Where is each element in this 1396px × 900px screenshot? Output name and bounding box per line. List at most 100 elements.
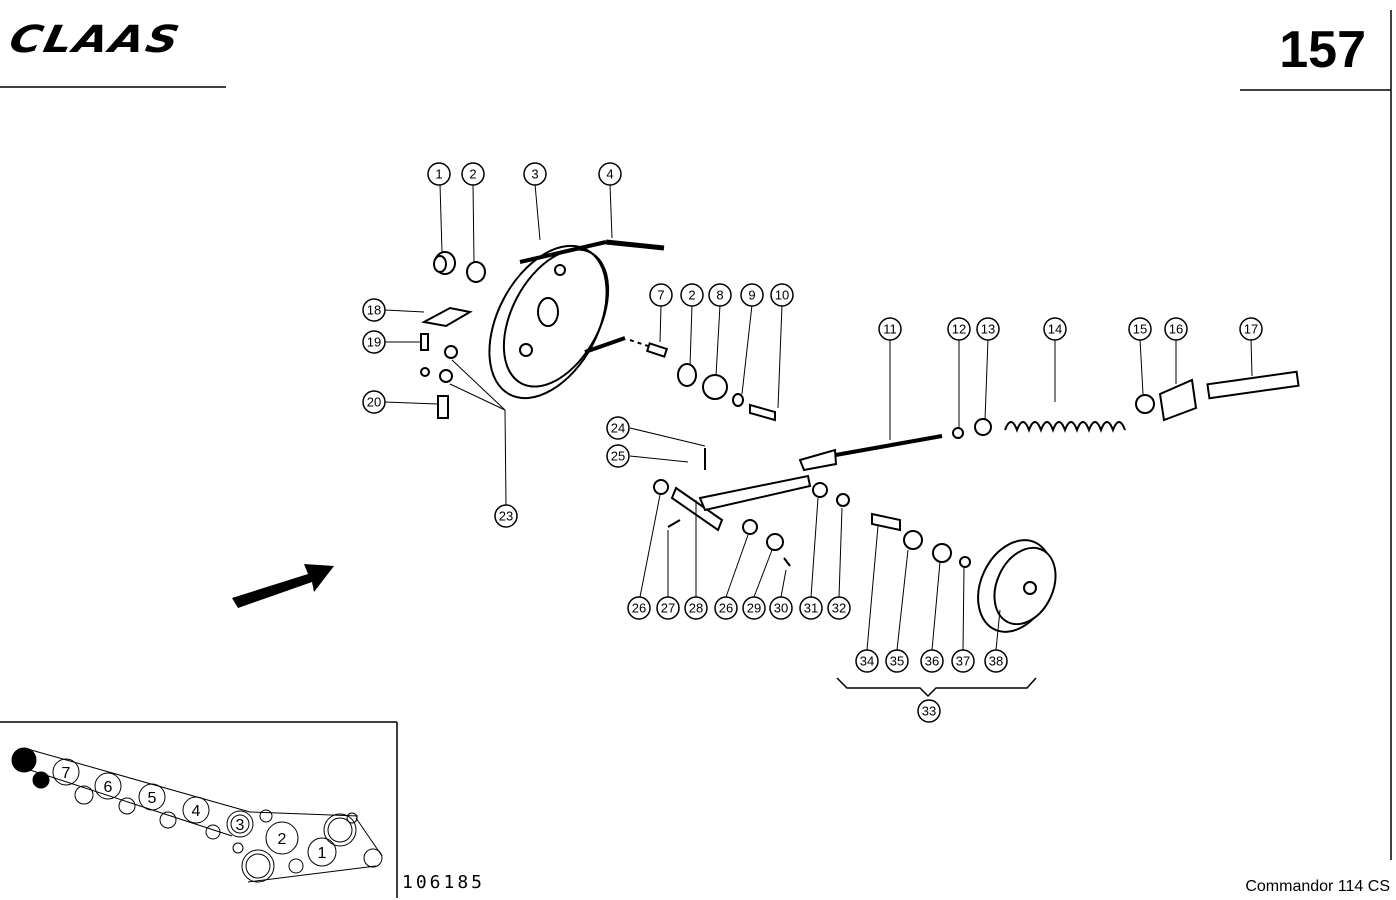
callout-2: 2 (680, 283, 704, 307)
callout-label: 26 (719, 601, 733, 616)
callout-24: 24 (606, 416, 630, 440)
group-bracket-33 (836, 677, 1037, 698)
callout-26: 26 (714, 596, 738, 620)
callout-label: 16 (1169, 322, 1183, 337)
callout-label: 12 (952, 322, 966, 337)
callout-circle (708, 283, 732, 307)
callout-13: 13 (976, 317, 1000, 341)
callout-circle (649, 283, 673, 307)
callout-label: 35 (890, 654, 904, 669)
callout-circle (769, 596, 793, 620)
callout-29: 29 (742, 596, 766, 620)
callout-label: 2 (469, 167, 476, 182)
inset-pulley-label: 6 (104, 779, 113, 796)
callout-circle (742, 596, 766, 620)
callout-36: 36 (920, 649, 944, 673)
callout-label: 19 (367, 335, 381, 350)
callout-label: 24 (611, 421, 625, 436)
callout-10: 10 (770, 283, 794, 307)
callout-circle (362, 330, 386, 354)
callout-label: 17 (1244, 322, 1258, 337)
callout-circle (523, 162, 547, 186)
callout-9: 9 (740, 283, 764, 307)
idler-pulley-assembly (871, 512, 1057, 633)
callout-circle (947, 317, 971, 341)
callout-2: 2 (461, 162, 485, 186)
inset-pulley-label: 7 (62, 765, 71, 782)
callout-18: 18 (362, 298, 386, 322)
callout-circle (885, 649, 909, 673)
callout-label: 32 (832, 601, 846, 616)
callout-circle (680, 283, 704, 307)
callout-7: 7 (649, 283, 673, 307)
callout-30: 30 (769, 596, 793, 620)
callout-label: 36 (925, 654, 939, 669)
callout-label: 8 (716, 288, 723, 303)
callout-32: 32 (827, 596, 851, 620)
callout-label: 3 (531, 167, 538, 182)
callout-circle (740, 283, 764, 307)
callout-33: 33 (917, 699, 941, 723)
callout-circle (1239, 317, 1263, 341)
callout-circle (362, 298, 386, 322)
callout-circle (976, 317, 1000, 341)
callout-circle (878, 317, 902, 341)
callout-8: 8 (708, 283, 732, 307)
callout-label: 34 (860, 654, 874, 669)
callout-20: 20 (362, 390, 386, 414)
callout-label: 7 (657, 288, 664, 303)
callout-12: 12 (947, 317, 971, 341)
callout-circle (799, 596, 823, 620)
shaft-parts-7-10 (629, 339, 776, 422)
inset-pulley-label: 5 (148, 790, 157, 807)
tension-assembly (798, 370, 1300, 472)
callout-label: 29 (747, 601, 761, 616)
callout-circle (684, 596, 708, 620)
direction-arrow-icon (232, 564, 334, 608)
callout-label: 37 (956, 654, 970, 669)
callout-11: 11 (878, 317, 902, 341)
callout-circle (714, 596, 738, 620)
callout-label: 31 (804, 601, 818, 616)
callout-circle (598, 162, 622, 186)
callout-circle (461, 162, 485, 186)
callout-label: 11 (883, 322, 897, 337)
callout-label: 28 (689, 601, 703, 616)
bracket-and-bolts (420, 306, 473, 419)
reference-number: 106185 (402, 872, 486, 893)
callout-26: 26 (627, 596, 651, 620)
callout-circle (606, 444, 630, 468)
callout-35: 35 (885, 649, 909, 673)
callout-circle (656, 596, 680, 620)
callout-28: 28 (684, 596, 708, 620)
callout-17: 17 (1239, 317, 1263, 341)
inset-pulley-label: 2 (278, 831, 287, 848)
callout-circle (1128, 317, 1152, 341)
callout-circle (427, 162, 451, 186)
callout-label: 1 (435, 167, 442, 182)
callout-circle (920, 649, 944, 673)
callout-16: 16 (1164, 317, 1188, 341)
inset-pulley-label: 1 (318, 845, 327, 862)
callout-circle (494, 504, 518, 528)
callout-label: 13 (981, 322, 995, 337)
callout-label: 33 (922, 704, 936, 719)
callout-circle (1043, 317, 1067, 341)
callout-15: 15 (1128, 317, 1152, 341)
callout-4: 4 (598, 162, 622, 186)
inset-pulley-label: 4 (192, 803, 201, 820)
callout-circle (606, 416, 630, 440)
callout-circle (362, 390, 386, 414)
inset-pulley-label: 3 (236, 817, 245, 834)
callout-37: 37 (951, 649, 975, 673)
callout-label: 30 (774, 601, 788, 616)
callout-circle (951, 649, 975, 673)
callout-circle (855, 649, 879, 673)
callout-circle (770, 283, 794, 307)
callout-label: 9 (748, 288, 755, 303)
callout-label: 26 (632, 601, 646, 616)
callout-circle (917, 699, 941, 723)
callout-label: 18 (367, 303, 381, 318)
